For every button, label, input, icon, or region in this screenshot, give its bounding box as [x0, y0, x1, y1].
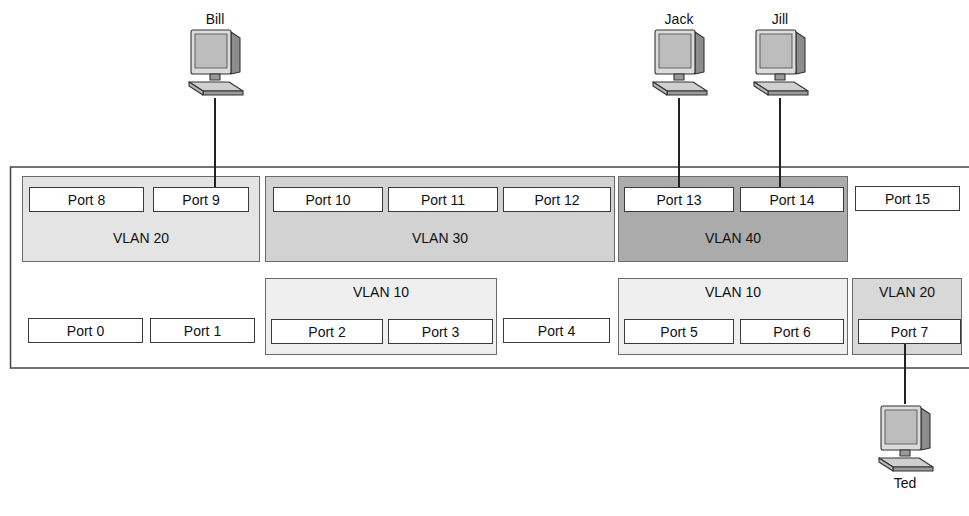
vlan-region: Port 5 Port 6 VLAN 10	[618, 278, 848, 355]
port-label: Port 11	[421, 191, 465, 209]
network-cable	[904, 344, 906, 404]
vlan-label: VLAN 20	[879, 282, 935, 302]
switch-port: Port 15	[855, 186, 960, 211]
computer: Bill	[185, 10, 245, 98]
vlan-region: Port 7 VLAN 20	[852, 278, 962, 355]
switch-port: Port 5	[624, 319, 734, 344]
port-label: Port 15	[885, 190, 930, 208]
switch-port: Port 6	[740, 319, 844, 344]
switch-port: Port 13	[624, 187, 734, 212]
switch-port: Port 3	[388, 319, 493, 344]
network-cable	[678, 98, 680, 187]
port-label: Port 6	[773, 323, 810, 341]
vlan-label: VLAN 20	[113, 228, 169, 248]
switch-port: Port 7	[858, 319, 961, 344]
computer-label: Jill	[772, 10, 788, 28]
computer: Jack	[649, 10, 709, 98]
computer-icon	[185, 28, 245, 98]
computer-icon	[875, 404, 935, 474]
port-label: Port 8	[68, 191, 105, 209]
switch-port: Port 11	[388, 187, 498, 212]
port-label: Port 1	[184, 322, 221, 340]
switch-port: Port 10	[273, 187, 383, 212]
port-label: Port 9	[182, 191, 219, 209]
port-label: Port 7	[891, 323, 928, 341]
vlan-label: VLAN 40	[705, 228, 761, 248]
switch-outline	[11, 167, 969, 368]
port-label: Port 2	[308, 323, 345, 341]
port-label: Port 10	[305, 191, 350, 209]
vlan-label: VLAN 30	[412, 228, 468, 248]
network-cable	[214, 98, 216, 187]
port-label: Port 0	[67, 322, 104, 340]
vlan-region: Port 13 Port 14 VLAN 40	[618, 176, 848, 262]
vlan-region: Port 8 Port 9 VLAN 20	[22, 176, 260, 262]
vlan-label: VLAN 10	[705, 282, 761, 302]
vlan-region: Port 2 Port 3 VLAN 10	[265, 278, 497, 355]
port-label: Port 5	[660, 323, 697, 341]
port-label: Port 4	[538, 322, 575, 340]
vlan-region: Port 10 Port 11 Port 12 VLAN 30	[265, 176, 615, 262]
switch-port: Port 8	[29, 187, 144, 212]
switch-port: Port 0	[28, 318, 143, 343]
switch-port: Port 14	[740, 187, 844, 212]
network-cable	[779, 98, 781, 187]
switch-port: Port 2	[271, 319, 383, 344]
computer-icon	[750, 28, 810, 98]
port-label: Port 3	[422, 323, 459, 341]
port-label: Port 12	[534, 191, 579, 209]
computer: Ted	[875, 404, 935, 492]
vlan-label: VLAN 10	[353, 282, 409, 302]
computer-label: Bill	[206, 10, 225, 28]
computer: Jill	[750, 10, 810, 98]
switch-port: Port 9	[153, 187, 249, 212]
port-label: Port 13	[656, 191, 701, 209]
computer-icon	[649, 28, 709, 98]
computer-label: Ted	[894, 474, 917, 492]
computer-label: Jack	[665, 10, 694, 28]
switch-port: Port 12	[503, 187, 611, 212]
switch-port: Port 1	[150, 318, 255, 343]
port-label: Port 14	[769, 191, 814, 209]
switch-port: Port 4	[503, 318, 610, 343]
